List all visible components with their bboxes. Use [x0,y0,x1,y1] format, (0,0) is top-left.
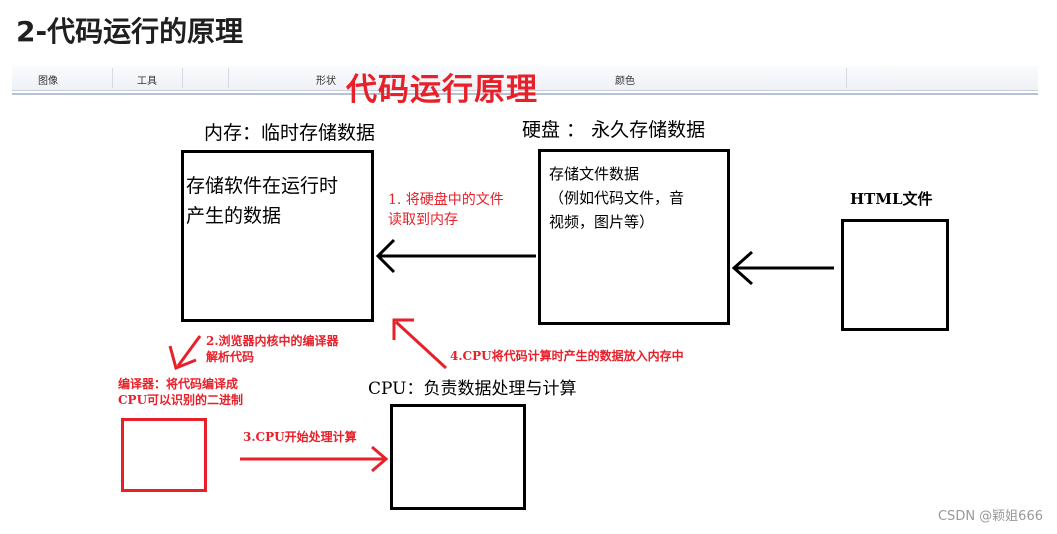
step4-text: 4.CPU将代码计算时产生的数据放入内存中 [450,349,684,363]
compiler-label-line2: CPU可以识别的二进制 [118,393,244,407]
toolbar-separator [182,68,183,88]
compiler-label: 编译器：将代码编译成 CPU可以识别的二进制 [118,376,243,408]
toolbar-shapes-tab[interactable]: 形状 [316,76,336,87]
memory-box-text-line1: 存储软件在运行时 [186,175,339,197]
step1-text-line2: 读取到内存 [388,212,458,228]
step1-text: 1. 将硬盘中的文件 读取到内存 [388,190,504,230]
disk-box-text-line1: 存储文件数据 [549,165,640,183]
page-heading: 2-代码运行的原理 [16,15,244,48]
paint-toolbar: 图像 工具 形状 颜色 [12,66,1038,95]
compiler-label-line1: 编译器：将代码编译成 [118,377,239,391]
toolbar-separator [112,68,113,88]
arrow-html-to-disk [731,250,834,286]
step3-text: 3.CPU开始处理计算 [243,430,357,444]
step2-text-line1: 2.浏览器内核中的编译器 [206,334,339,348]
footer-watermark: CSDN @颖姐666 [937,509,1043,524]
toolbar-image-tab[interactable]: 图像 [38,76,58,87]
arrow-memory-to-compiler [168,335,202,371]
disk-label: 硬盘 ： 永久存储数据 [522,119,706,141]
cpu-label: CPU：负责数据处理与计算 [368,379,577,399]
disk-box-text-line2: （例如代码文件，音 [549,189,685,207]
arrow-disk-to-memory [375,238,536,274]
toolbar-colors-tab[interactable]: 颜色 [615,76,635,87]
arrow-cpu-to-memory [392,318,448,370]
html-file-label: HTML文件 [850,190,933,208]
toolbar-separator [846,68,847,88]
toolbar-bottom-border [12,93,1038,95]
disk-box-text-line3: 视频，图片等） [549,213,655,231]
cpu-box [390,404,526,510]
html-file-box [841,219,949,331]
toolbar-separator [228,68,229,88]
step1-text-line1: 1. 将硬盘中的文件 [388,192,504,208]
arrow-compiler-to-cpu [240,445,389,473]
memory-label: 内存：临时存储数据 [204,122,376,144]
compiler-box [121,418,207,492]
memory-box: 存储软件在运行时 产生的数据 [181,150,374,322]
disk-box: 存储文件数据 （例如代码文件，音 视频，图片等） [538,149,730,325]
toolbar-tools-tab[interactable]: 工具 [137,76,157,87]
step2-text-line2: 解析代码 [206,350,255,364]
diagram-title: 代码运行原理 [346,72,538,108]
step2-text: 2.浏览器内核中的编译器 解析代码 [206,333,339,365]
memory-box-text-line2: 产生的数据 [186,205,282,227]
